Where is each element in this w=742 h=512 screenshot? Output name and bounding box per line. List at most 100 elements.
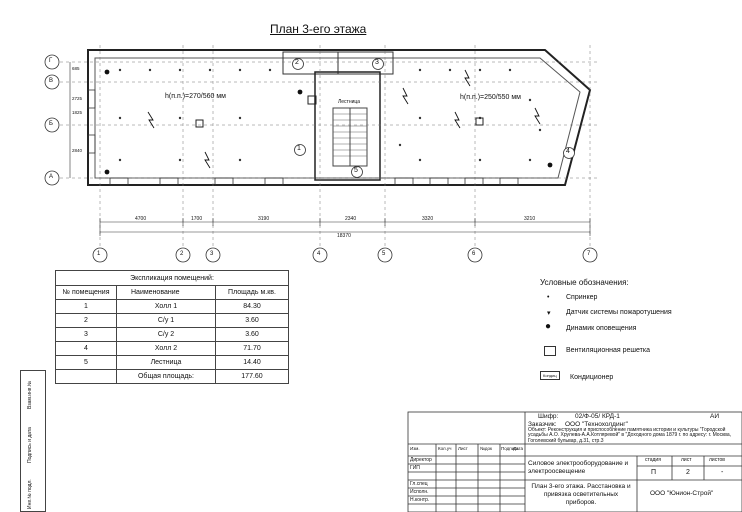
row-area: 84.30 [215, 299, 289, 314]
height-label-left: h(п.п.)=270/560 мм [165, 93, 226, 100]
row-area: 3.60 [215, 313, 289, 328]
col-list: Лист [458, 446, 468, 451]
table-row: 5 Лестница 14.40 [55, 355, 289, 370]
row-name: С/у 1 [116, 313, 216, 328]
plan-title: План 3-его этажа [270, 22, 367, 36]
row-area: 3.60 [215, 327, 289, 342]
drawing-title: План 3-его этажа. Расстановка и привязка… [531, 483, 631, 506]
axis-col-6: 6 [472, 251, 476, 257]
row-name: Холл 2 [116, 341, 216, 356]
company-name: ООО "Юнион-Строй" [650, 490, 714, 497]
dim-4: 2340 [345, 216, 357, 222]
sheets-value: - [721, 469, 724, 476]
sprinkler-icon: • [547, 294, 550, 301]
legend-title: Условные обозначения: [540, 278, 629, 287]
row-name: Лестница [116, 355, 216, 370]
dim-6: 3210 [524, 216, 536, 222]
col-podpis: Подпись [501, 446, 519, 451]
fire-sensor-icon: ▾ [547, 310, 551, 317]
axis-col-5: 5 [382, 251, 386, 257]
dim-2: 1700 [191, 216, 203, 222]
dim-v-4: 2840 [72, 148, 83, 153]
axis-col-1: 1 [97, 251, 101, 257]
speaker-icon: ● [545, 321, 552, 332]
sheet-label: лист [681, 457, 692, 463]
vent-grille-icon [544, 346, 556, 356]
row-number: 4 [55, 341, 117, 356]
legend-label-sensor: Датчик системы пожаротушения [566, 309, 672, 316]
axis-row-g: Г [49, 58, 53, 64]
row-number: 5 [55, 355, 117, 370]
sprinkler-points [118, 68, 542, 162]
role-gip: ГИП [410, 465, 420, 471]
role-director: Директор [410, 457, 432, 463]
stage-label: стадия [645, 457, 661, 463]
dim-v-1: 685 [72, 66, 80, 71]
header-area: Площадь м.кв. [215, 285, 289, 300]
table-row: 2 С/у 1 3.60 [55, 313, 289, 328]
row-area: 71.70 [215, 341, 289, 356]
height-label-right: h(п.п.)=250/550 мм [460, 94, 521, 101]
col-izm: Изм. [410, 446, 420, 451]
cipher-label: Шифр: [538, 413, 559, 420]
cipher-value: 02/Ф-05/ КРД-1 [575, 413, 620, 420]
legend-label-conditioner: Кондиционер [570, 374, 614, 381]
header-name: Наименование [116, 285, 216, 300]
side-label-podpis: Подпись и дата [27, 427, 33, 463]
legend-label-sprinkler: Спринкер [566, 294, 598, 301]
col-ndok: №док [480, 446, 492, 451]
axis-col-4: 4 [317, 251, 321, 257]
row-name: Холл 1 [116, 299, 216, 314]
legend-label-speaker: Динамик оповещения [566, 325, 637, 332]
table-row: 3 С/у 2 3.60 [55, 327, 289, 342]
total-value: 177.60 [215, 369, 289, 384]
stage-value: П [651, 469, 657, 476]
axis-col-7: 7 [587, 251, 591, 257]
dim-v-2: 2725 [72, 96, 83, 101]
axis-row-v: В [49, 78, 54, 84]
dim-v-3: 1825 [72, 110, 83, 115]
row-name: С/у 2 [116, 327, 216, 342]
role-glspec: Гл.спец [410, 481, 428, 487]
role-nkontr: Н.контр. [410, 497, 430, 503]
axis-col-2: 2 [180, 251, 184, 257]
room-marker-5: 5 [354, 167, 358, 174]
dim-3: 3190 [258, 216, 270, 222]
table-row: 4 Холл 2 71.70 [55, 341, 289, 356]
room-marker-2: 2 [295, 59, 299, 66]
stair-label: Лестница [338, 99, 361, 105]
legend-label-vent: Вентиляционная решетка [566, 347, 650, 354]
section-title: Силовое электрооборудование и электроосв… [528, 460, 629, 475]
room-marker-3: 3 [375, 59, 379, 66]
row-area: 14.40 [215, 355, 289, 370]
role-ispoln: Исполн. [410, 489, 429, 495]
row-number: 2 [55, 313, 117, 328]
room-marker-4: 4 [566, 148, 570, 155]
stair-core [314, 71, 381, 181]
col-kolu: Кол.уч [438, 446, 452, 451]
building-inner-outline [94, 57, 581, 179]
side-strip: Взам.инв.№ Подпись и дата Инв.№ подл. [20, 370, 46, 512]
dim-1: 4700 [135, 216, 147, 222]
explication-caption: Экспликация помещений: [55, 270, 289, 286]
dim-5: 3320 [422, 216, 434, 222]
row-number: 3 [55, 327, 117, 342]
legend: Условные обозначения: • Спринкер ▾ Датчи… [540, 278, 740, 388]
col-data: Дата [513, 446, 523, 451]
cipher-right: АИ [710, 413, 720, 420]
table-row: 1 Холл 1 84.30 [55, 299, 289, 314]
building-outline [87, 49, 592, 186]
row-number: 1 [55, 299, 117, 314]
sheets-label: листов [709, 457, 725, 463]
axis-row-a: А [49, 174, 54, 180]
client-label: Заказчик: [528, 421, 557, 428]
total-label: Общая площадь: [116, 369, 216, 384]
axis-row-b: Б [49, 121, 53, 127]
client-value: ООО "Технохолдинг" [565, 421, 628, 428]
side-label-inv: Инв.№ подл. [27, 479, 33, 509]
explication-table: Экспликация помещений: № помещения Наиме… [55, 270, 289, 384]
object-text: Объект: Реконструкция и приспособление п… [528, 427, 732, 444]
side-label-vzam: Взам.инв.№ [27, 380, 33, 409]
room-marker-1: 1 [297, 145, 301, 152]
